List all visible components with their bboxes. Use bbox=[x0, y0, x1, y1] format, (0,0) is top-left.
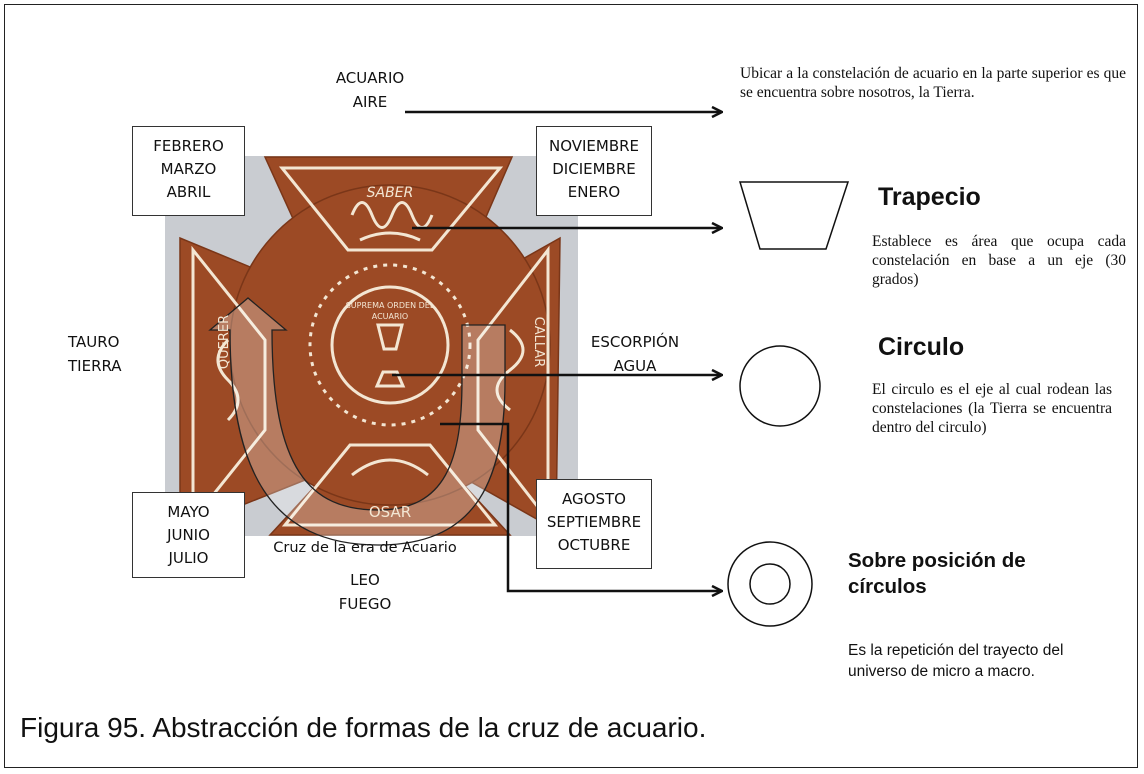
note-circulo: El circulo es el eje al cual rodean las … bbox=[872, 381, 1112, 436]
outer-circle-shape bbox=[727, 541, 813, 627]
note-trapecio: Establece es área que ocupa cada constel… bbox=[872, 233, 1126, 288]
arm-label-querer: QUERER bbox=[217, 314, 232, 370]
arm-label-callar: CALLAR bbox=[531, 316, 546, 368]
title-trapecio: Trapecio bbox=[878, 183, 981, 211]
center-emblem-text: SUPREMA ORDEN DEL ACUARIO bbox=[345, 301, 435, 321]
arm-label-osar: OSAR bbox=[368, 503, 412, 521]
inlay-lines bbox=[191, 166, 550, 527]
note-acuario: Ubicar a la constelación de acuario en l… bbox=[740, 65, 1126, 101]
circle-shape bbox=[739, 345, 821, 427]
trapezoid-shape bbox=[738, 181, 850, 250]
figure-caption: Figura 95. Abstracción de formas de la c… bbox=[20, 712, 707, 743]
arm-label-saber: SABER bbox=[366, 185, 414, 201]
inner-circle-shape bbox=[749, 563, 791, 605]
u-turn-arrow bbox=[208, 297, 506, 546]
figure-frame bbox=[4, 4, 1138, 768]
cross-caption: Cruz de la era de Acuario bbox=[273, 540, 457, 556]
title-circulo: Circulo bbox=[878, 333, 965, 361]
arrow-circulos bbox=[440, 422, 722, 591]
